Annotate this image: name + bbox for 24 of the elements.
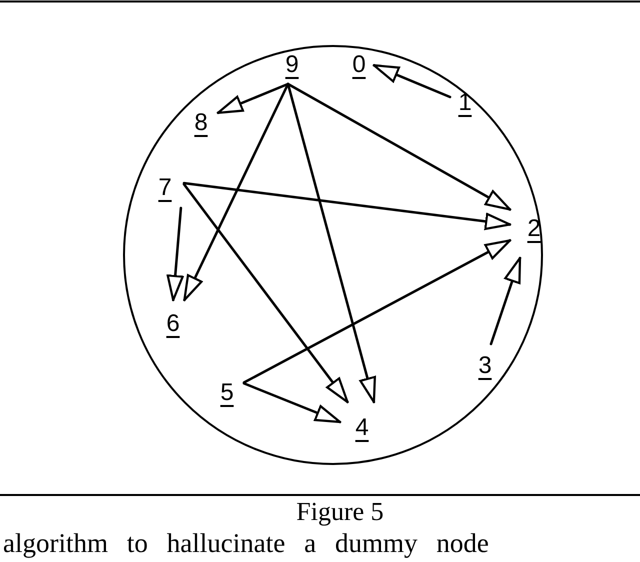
vertex-label: 0 <box>344 46 374 84</box>
vertex-label: 3 <box>470 344 500 388</box>
vertex-label: 7 <box>146 168 184 208</box>
body-text: algorithm to hallucinate a dummy node <box>3 528 489 558</box>
arrow <box>242 382 342 424</box>
arrow <box>490 256 522 346</box>
vertex-label: 4 <box>340 402 384 454</box>
arrow <box>216 82 290 114</box>
arrow <box>286 82 376 404</box>
arrow <box>183 82 290 302</box>
arrow <box>182 183 349 404</box>
arrow <box>286 82 512 211</box>
vertex-label: 1 <box>450 82 480 124</box>
arrow <box>242 239 512 384</box>
vertex-label: 6 <box>156 300 190 348</box>
vertex-label: 5 <box>210 372 244 414</box>
vertex-label: 9 <box>276 46 308 84</box>
arrow <box>166 206 184 302</box>
vertex-label: 2 <box>510 200 558 258</box>
boundary-circle <box>123 45 543 465</box>
vertex-label: 8 <box>184 102 218 144</box>
arrow <box>182 182 512 230</box>
figure-caption: Figure 5 <box>296 497 384 527</box>
arrow <box>372 64 452 98</box>
